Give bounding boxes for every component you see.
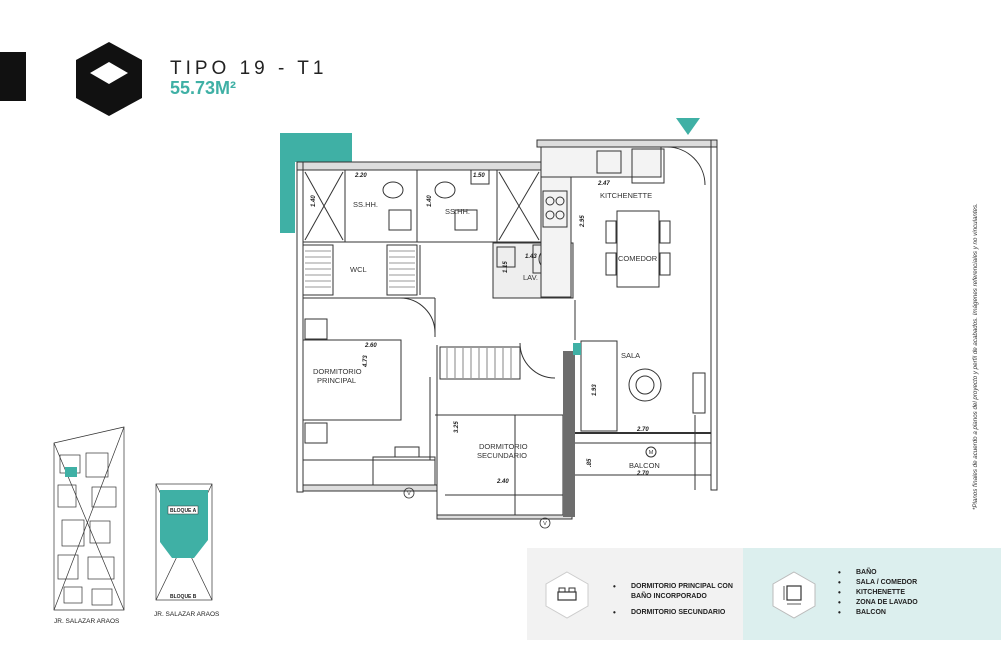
legend-spaces: BAÑO SALA / COMEDOR KITCHENETTE ZONA DE … — [743, 548, 1001, 640]
room-label-dorm-secundario-2: SECUNDARIO — [477, 451, 527, 460]
brand-logo-icon — [76, 42, 142, 116]
room-label-dorm-principal-1: DORMITORIO — [313, 367, 362, 376]
unit-highlight — [65, 467, 77, 477]
street-label-1: JR. SALAZAR ARAOS — [54, 618, 120, 625]
structural-column — [563, 351, 575, 517]
legend-item-zona-lavado: ZONA DE LAVADO — [838, 598, 998, 608]
unit-title: TIPO 19 - T1 — [170, 58, 328, 79]
bed-icon — [545, 571, 589, 619]
room-label-comedor: COMEDOR — [618, 254, 658, 263]
room-label-dorm-principal-2: PRINCIPAL — [317, 376, 356, 385]
legend-item-dormitorio-secundario: DORMITORIO SECUNDARIO — [613, 608, 741, 618]
floor-plan: SS.HH. SS.HH. WCL LAV. KITCHENETTE COMED… — [280, 118, 718, 529]
side-tab — [0, 52, 26, 101]
room-label-ss1: SS.HH. — [353, 200, 378, 209]
dim-150: 1.50 — [473, 173, 485, 179]
legend-item-dormitorio-principal: DORMITORIO PRINCIPAL CON BAÑO INCORPORAD… — [613, 582, 741, 602]
unit-area: 55.73M² — [170, 78, 237, 98]
entrance-arrow-icon — [676, 118, 700, 135]
legend-bedrooms: DORMITORIO PRINCIPAL CON BAÑO INCORPORAD… — [527, 548, 743, 640]
dim-140b: 1.40 — [427, 195, 433, 207]
dim-473: 4.73 — [363, 355, 369, 368]
dim-240: 2.40 — [496, 479, 509, 485]
legend-item-sala-comedor: SALA / COMEDOR — [838, 578, 998, 588]
marker-v2: V — [543, 521, 547, 527]
site-plan-2: BLOQUE A BLOQUE B JR. SALAZAR ARAOS — [154, 483, 220, 618]
room-label-dorm-secundario-1: DORMITORIO — [479, 442, 528, 451]
street-label-2: JR. SALAZAR ARAOS — [154, 611, 220, 618]
dim-295: 2.95 — [580, 215, 586, 228]
area-icon — [772, 571, 816, 619]
dim-270a: 2.70 — [636, 427, 649, 433]
room-label-ss2: SS.HH. — [445, 207, 470, 216]
room-label-sala: SALA — [621, 351, 640, 360]
disclaimer-text: *Planos finales de acuerdo a planos del … — [972, 203, 979, 510]
legend-item-balcon: BALCON — [838, 608, 998, 618]
dim-325: 3.25 — [454, 421, 460, 433]
dim-260: 2.60 — [364, 343, 377, 349]
dim-270b: 2.70 — [636, 471, 649, 477]
dim-115: 1.15 — [503, 261, 509, 273]
orientation-corner — [280, 133, 352, 233]
room-label-wcl: WCL — [350, 265, 367, 274]
legend-item-kitchenette: KITCHENETTE — [838, 588, 998, 598]
bloque-b-label: BLOQUE B — [170, 594, 197, 600]
room-label-lav: LAV. — [523, 273, 538, 282]
legend-item-bano: BAÑO — [838, 568, 998, 578]
disclaimer: *Planos finales de acuerdo a planos del … — [972, 203, 979, 510]
bloque-a-label: BLOQUE A — [170, 508, 197, 514]
dim-220: 2.20 — [354, 173, 367, 179]
site-plan-1: JR. SALAZAR ARAOS — [53, 426, 125, 625]
dim-193: 1.93 — [592, 384, 598, 396]
dim-140a: 1.40 — [311, 195, 317, 207]
marker-m: M — [649, 450, 654, 456]
dim-247: 2.47 — [597, 181, 610, 187]
marker-v1: V — [407, 491, 411, 497]
dim-085: .85 — [587, 458, 593, 467]
dim-143: 1.43 — [525, 254, 537, 260]
room-label-balcon: BALCON — [629, 461, 660, 470]
room-label-kitchenette: KITCHENETTE — [600, 191, 652, 200]
